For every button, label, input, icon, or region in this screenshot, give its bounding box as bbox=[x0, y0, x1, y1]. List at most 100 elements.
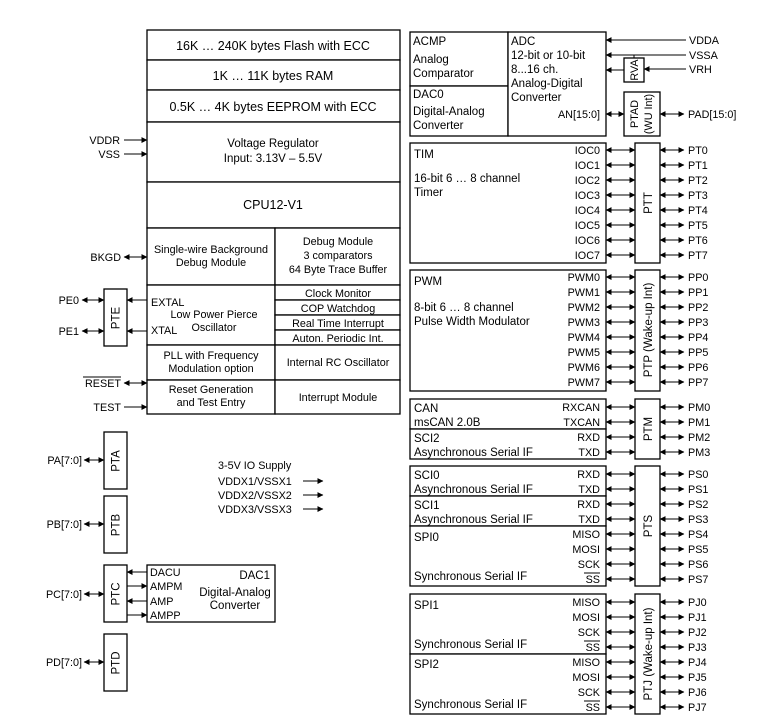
debug-line1: Debug Module bbox=[303, 236, 373, 248]
acmp-line1: Analog bbox=[413, 54, 449, 66]
supply-line3: VDDX3/VSSX3 bbox=[218, 504, 292, 516]
regulator-title: Voltage Regulator bbox=[227, 138, 319, 150]
interrupt-label: Interrupt Module bbox=[299, 392, 378, 404]
pin-ps7: PS7 bbox=[688, 574, 708, 586]
pts-label: PTS bbox=[643, 514, 655, 537]
dac1-line1: Digital-Analog bbox=[199, 587, 271, 599]
rvact: RVA bbox=[623, 57, 645, 83]
tim-block bbox=[409, 142, 607, 264]
pin-vrh: VRH bbox=[689, 64, 712, 76]
flash-label: 16K … 240K bytes Flash with ECC bbox=[176, 39, 370, 53]
pin-pe1: PE1 bbox=[59, 326, 79, 338]
pin-pp5: PP5 bbox=[688, 347, 708, 359]
supply-line2: VDDX2/VSSX2 bbox=[218, 490, 292, 502]
pin-pt4: PT4 bbox=[688, 205, 708, 217]
pin-pj1: PJ1 bbox=[688, 612, 707, 624]
pin-pp6: PP6 bbox=[688, 362, 708, 374]
can-block bbox=[409, 398, 607, 430]
pin-pt2: PT2 bbox=[688, 175, 708, 187]
pin-vdda: VDDA bbox=[689, 35, 720, 47]
sci0-line1: Asynchronous Serial IF bbox=[414, 484, 533, 496]
dac0: DAC0 Digital-Analog Converter bbox=[409, 85, 509, 137]
dac1-sig-dacu: DACU bbox=[150, 567, 181, 579]
spi0-block bbox=[409, 525, 607, 587]
pin-ps4: PS4 bbox=[688, 529, 708, 541]
tim-signal-ioc2: IOC2 bbox=[575, 175, 600, 187]
clock-monitor-label: Clock Monitor bbox=[305, 288, 371, 300]
ptt-label: PTT bbox=[643, 192, 655, 214]
tim-signal-ioc4: IOC4 bbox=[575, 205, 600, 217]
tim-signal-ioc5: IOC5 bbox=[575, 220, 600, 232]
reset-interrupt: Reset Generation and Test Entry Interrup… bbox=[83, 376, 401, 415]
spi2-signal-sck: SCK bbox=[578, 687, 601, 699]
pin-pc: PC[7:0] bbox=[46, 589, 82, 601]
pin-pt6: PT6 bbox=[688, 235, 708, 247]
spi1-signal-ss: SS bbox=[586, 642, 600, 654]
can-title: CAN bbox=[414, 403, 438, 415]
pin-pp0: PP0 bbox=[688, 272, 708, 284]
pin-pm3: PM3 bbox=[688, 447, 710, 459]
pwm-signal-pwm4: PWM4 bbox=[568, 332, 600, 344]
ptt-block bbox=[634, 142, 661, 264]
adc-line3: Analog-Digital bbox=[511, 78, 583, 90]
spi0-signal-ss: SS bbox=[586, 574, 600, 586]
oscillator: EXTAL XTAL Low Power Pierce Oscillator bbox=[146, 284, 276, 346]
can-line1: msCAN 2.0B bbox=[414, 417, 481, 429]
pll-line2: Modulation option bbox=[168, 363, 253, 375]
dac1: DAC1 Digital-Analog Converter DACU AMPM … bbox=[126, 564, 276, 623]
tim-signal-ioc0: IOC0 bbox=[575, 145, 600, 157]
pin-pad: PAD[15:0] bbox=[688, 109, 736, 121]
sci1-line1: Asynchronous Serial IF bbox=[414, 514, 533, 526]
tim-line1: 16-bit 6 … 8 channel bbox=[414, 173, 520, 185]
ptj-block bbox=[634, 593, 661, 715]
pll-line1: PLL with Frequency bbox=[163, 350, 259, 362]
sci2-txd: TXD bbox=[578, 447, 600, 459]
pin-pp7: PP7 bbox=[688, 377, 708, 389]
sci0-rxd: RXD bbox=[577, 469, 600, 481]
pin-pj3: PJ3 bbox=[688, 642, 707, 654]
can-txcan: TXCAN bbox=[563, 417, 600, 429]
pwm-signal-pwm7: PWM7 bbox=[568, 377, 600, 389]
pin-pb: PB[7:0] bbox=[47, 519, 82, 531]
pin-pt1: PT1 bbox=[688, 160, 708, 172]
tim: TIM 16-bit 6 … 8 channel Timer IOC0IOC1I… bbox=[409, 142, 607, 264]
dac1-sig-ampp: AMPP bbox=[150, 610, 181, 622]
osc-block bbox=[146, 284, 276, 346]
spi1-signal-miso: MISO bbox=[572, 597, 600, 609]
sci0-txd: TXD bbox=[578, 484, 600, 496]
adc-signal: AN[15:0] bbox=[558, 109, 600, 121]
ptp: PTP (Wake-up Int) PP0PP1PP2PP3PP4PP5PP6P… bbox=[634, 269, 708, 392]
pin-pj4: PJ4 bbox=[688, 657, 707, 669]
sci2: SCI2 Asynchronous Serial IF RXD TXD bbox=[409, 428, 607, 460]
clock-list: Clock Monitor COP Watchdog Real Time Int… bbox=[274, 284, 401, 346]
sci1-block bbox=[409, 495, 607, 527]
sci2-block bbox=[409, 428, 607, 460]
ptm-block bbox=[634, 398, 661, 460]
osc-line2: Oscillator bbox=[192, 322, 237, 334]
adc-block bbox=[507, 31, 607, 137]
spi2-title: SPI2 bbox=[414, 659, 439, 671]
regulator-input: Input: 3.13V – 5.5V bbox=[224, 153, 323, 165]
pin-pt7: PT7 bbox=[688, 250, 708, 262]
sci0-title: SCI0 bbox=[414, 470, 440, 482]
pin-vddr: VDDR bbox=[89, 135, 120, 147]
sci0: SCI0 Asynchronous Serial IF RXD TXD bbox=[409, 465, 607, 497]
spi2-block bbox=[409, 653, 607, 715]
pin-bkgd: BKGD bbox=[90, 252, 121, 264]
pwm-block bbox=[409, 269, 607, 392]
osc-line1: Low Power Pierce bbox=[170, 309, 257, 321]
ptad-line1: PTAD bbox=[629, 100, 641, 128]
pin-ps5: PS5 bbox=[688, 544, 708, 556]
spi0-title: SPI0 bbox=[414, 532, 439, 544]
pwm-signal-pwm0: PWM0 bbox=[568, 272, 600, 284]
ptad-line2: (WU Int) bbox=[643, 94, 655, 134]
bdm-line1: Single-wire Background bbox=[154, 244, 268, 256]
